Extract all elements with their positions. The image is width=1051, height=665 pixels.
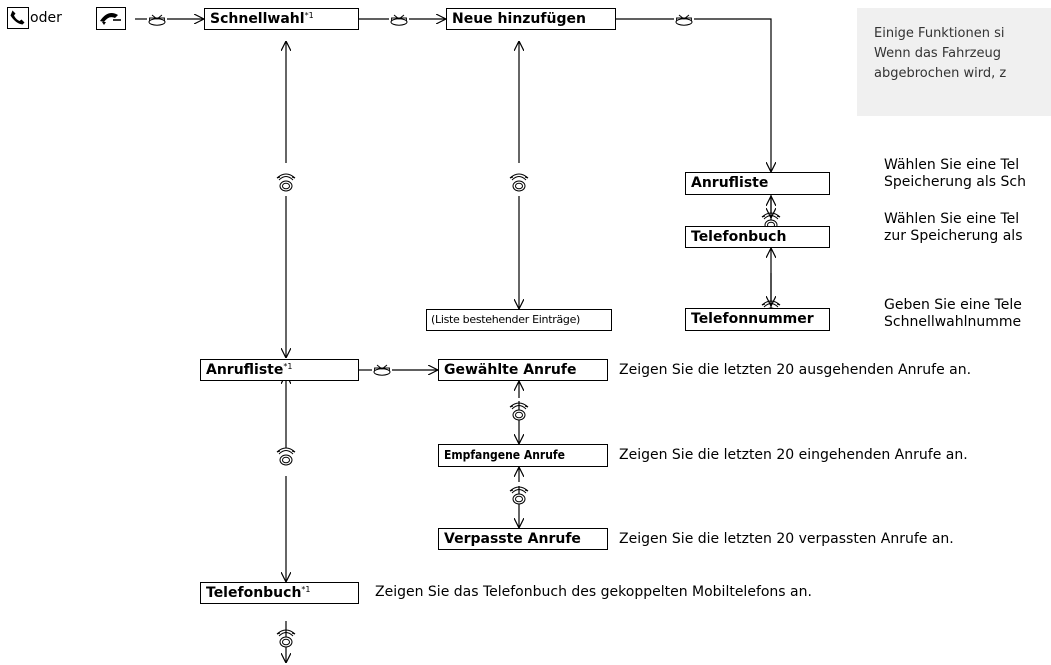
telefonbuch-description: Zeigen Sie das Telefonbuch des gekoppelt… (375, 584, 812, 600)
description-line: Wählen Sie eine Tel (884, 211, 1020, 227)
note-line: Wenn das Fahrzeug (874, 46, 1001, 61)
note-line: abgebrochen wird, z (874, 66, 1007, 81)
node-label: Empfangene Anrufe (444, 448, 565, 462)
node-label: Anrufliste (206, 362, 284, 378)
node-label: Neue hinzufügen (452, 11, 586, 27)
empfangene-anrufe-node: Empfangene Anrufe (438, 444, 608, 467)
schnellwahl-node: Schnellwahl*1 (204, 8, 359, 30)
footnote-marker: *1 (283, 362, 293, 371)
verpasste-description: Zeigen Sie die letzten 20 verpassten Anr… (619, 531, 954, 547)
node-label: Telefonbuch (206, 585, 302, 601)
description-line: zur Speicherung als (884, 228, 1023, 244)
description-line: Schnellwahlnumme (884, 314, 1022, 330)
anrufliste-node: Anrufliste*1 (200, 359, 359, 381)
node-label: Schnellwahl (210, 11, 305, 27)
description-line: Speicherung als Sch (884, 174, 1026, 190)
footnote-marker: *1 (304, 11, 314, 20)
anrufliste-sub-node: Anrufliste (685, 172, 830, 195)
telefonnummer-description: Geben Sie eine Tele Schnellwahlnumme (884, 297, 1051, 331)
info-note: Einige Funktionen si Wenn das Fahrzeug a… (857, 8, 1051, 116)
footnote-marker: *1 (301, 585, 311, 594)
verpasste-anrufe-node: Verpasste Anrufe (438, 528, 608, 550)
talk-phone-icon (96, 7, 126, 30)
node-label: (Liste bestehender Einträge) (431, 313, 581, 326)
empfangene-description: Zeigen Sie die letzten 20 eingehenden An… (619, 447, 968, 463)
node-label: Telefonbuch (691, 229, 787, 245)
node-label: Anrufliste (691, 175, 769, 191)
node-label: Gewählte Anrufe (444, 362, 577, 378)
liste-eintraege-node: (Liste bestehender Einträge) (426, 309, 612, 331)
anrufliste-sub-description: Wählen Sie eine Tel Speicherung als Sch (884, 157, 1051, 191)
telefonbuch-sub-description: Wählen Sie eine Tel zur Speicherung als (884, 211, 1051, 245)
note-line: Einige Funktionen si (874, 26, 1005, 41)
telefonnummer-node: Telefonnummer (685, 308, 830, 331)
gewaehlte-description: Zeigen Sie die letzten 20 ausgehenden An… (619, 362, 972, 378)
gewaehlte-anrufe-node: Gewählte Anrufe (438, 359, 608, 381)
phone-handset-icon (7, 7, 29, 29)
telefonbuch-node: Telefonbuch*1 (200, 582, 359, 604)
neue-hinzufuegen-node: Neue hinzufügen (446, 8, 616, 30)
description-line: Wählen Sie eine Tel (884, 157, 1020, 173)
node-label: Verpasste Anrufe (444, 531, 581, 547)
node-label: Telefonnummer (691, 311, 814, 327)
oder-label: oder (30, 10, 62, 26)
telefonbuch-sub-node: Telefonbuch (685, 226, 830, 248)
description-line: Geben Sie eine Tele (884, 297, 1022, 313)
